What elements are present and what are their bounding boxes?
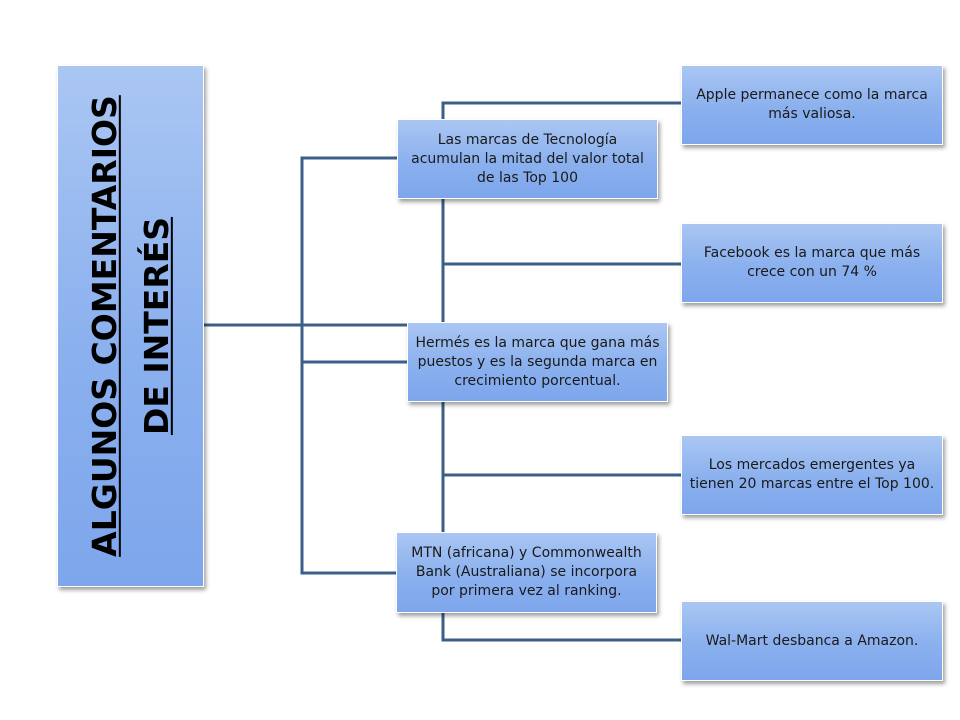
detail-label-facebook: Facebook es la marca que más crece con u… <box>703 245 921 280</box>
detail-label-apple: Apple permanece como la marca más valios… <box>696 87 928 122</box>
detail-label-emerging-markets: Los mercados emergentes ya tienen 20 mar… <box>689 457 935 492</box>
branch-node-mtn-commonwealth: MTN (africana) y Commonwealth Bank (Aust… <box>396 532 657 613</box>
branch-label-hermes: Hermés es la marca que gana más puestos … <box>415 334 660 389</box>
branch-label-mtn-commonwealth: MTN (africana) y Commonwealth Bank (Aust… <box>411 545 642 599</box>
detail-node-facebook: Facebook es la marca que más crece con u… <box>681 223 943 303</box>
detail-node-apple: Apple permanece como la marca más valios… <box>681 65 943 145</box>
detail-node-emerging-markets: Los mercados emergentes ya tienen 20 mar… <box>681 435 943 515</box>
detail-label-walmart: Wal-Mart desbanca a Amazon. <box>705 632 919 649</box>
detail-node-walmart: Wal-Mart desbanca a Amazon. <box>681 601 943 681</box>
branch-node-hermes: Hermés es la marca que gana más puestos … <box>407 322 668 402</box>
root-label: ALGUNOS COMENTARIOS DE INTERÉS <box>79 95 183 557</box>
root-node: ALGUNOS COMENTARIOS DE INTERÉS <box>57 65 204 587</box>
branch-node-tech-brands: Las marcas de Tecnología acumulan la mit… <box>397 119 658 199</box>
root-label-line-1: ALGUNOS COMENTARIOS <box>84 95 124 557</box>
branch-label-tech-brands: Las marcas de Tecnología acumulan la mit… <box>411 131 644 186</box>
root-label-line-2: DE INTERÉS <box>136 216 176 436</box>
